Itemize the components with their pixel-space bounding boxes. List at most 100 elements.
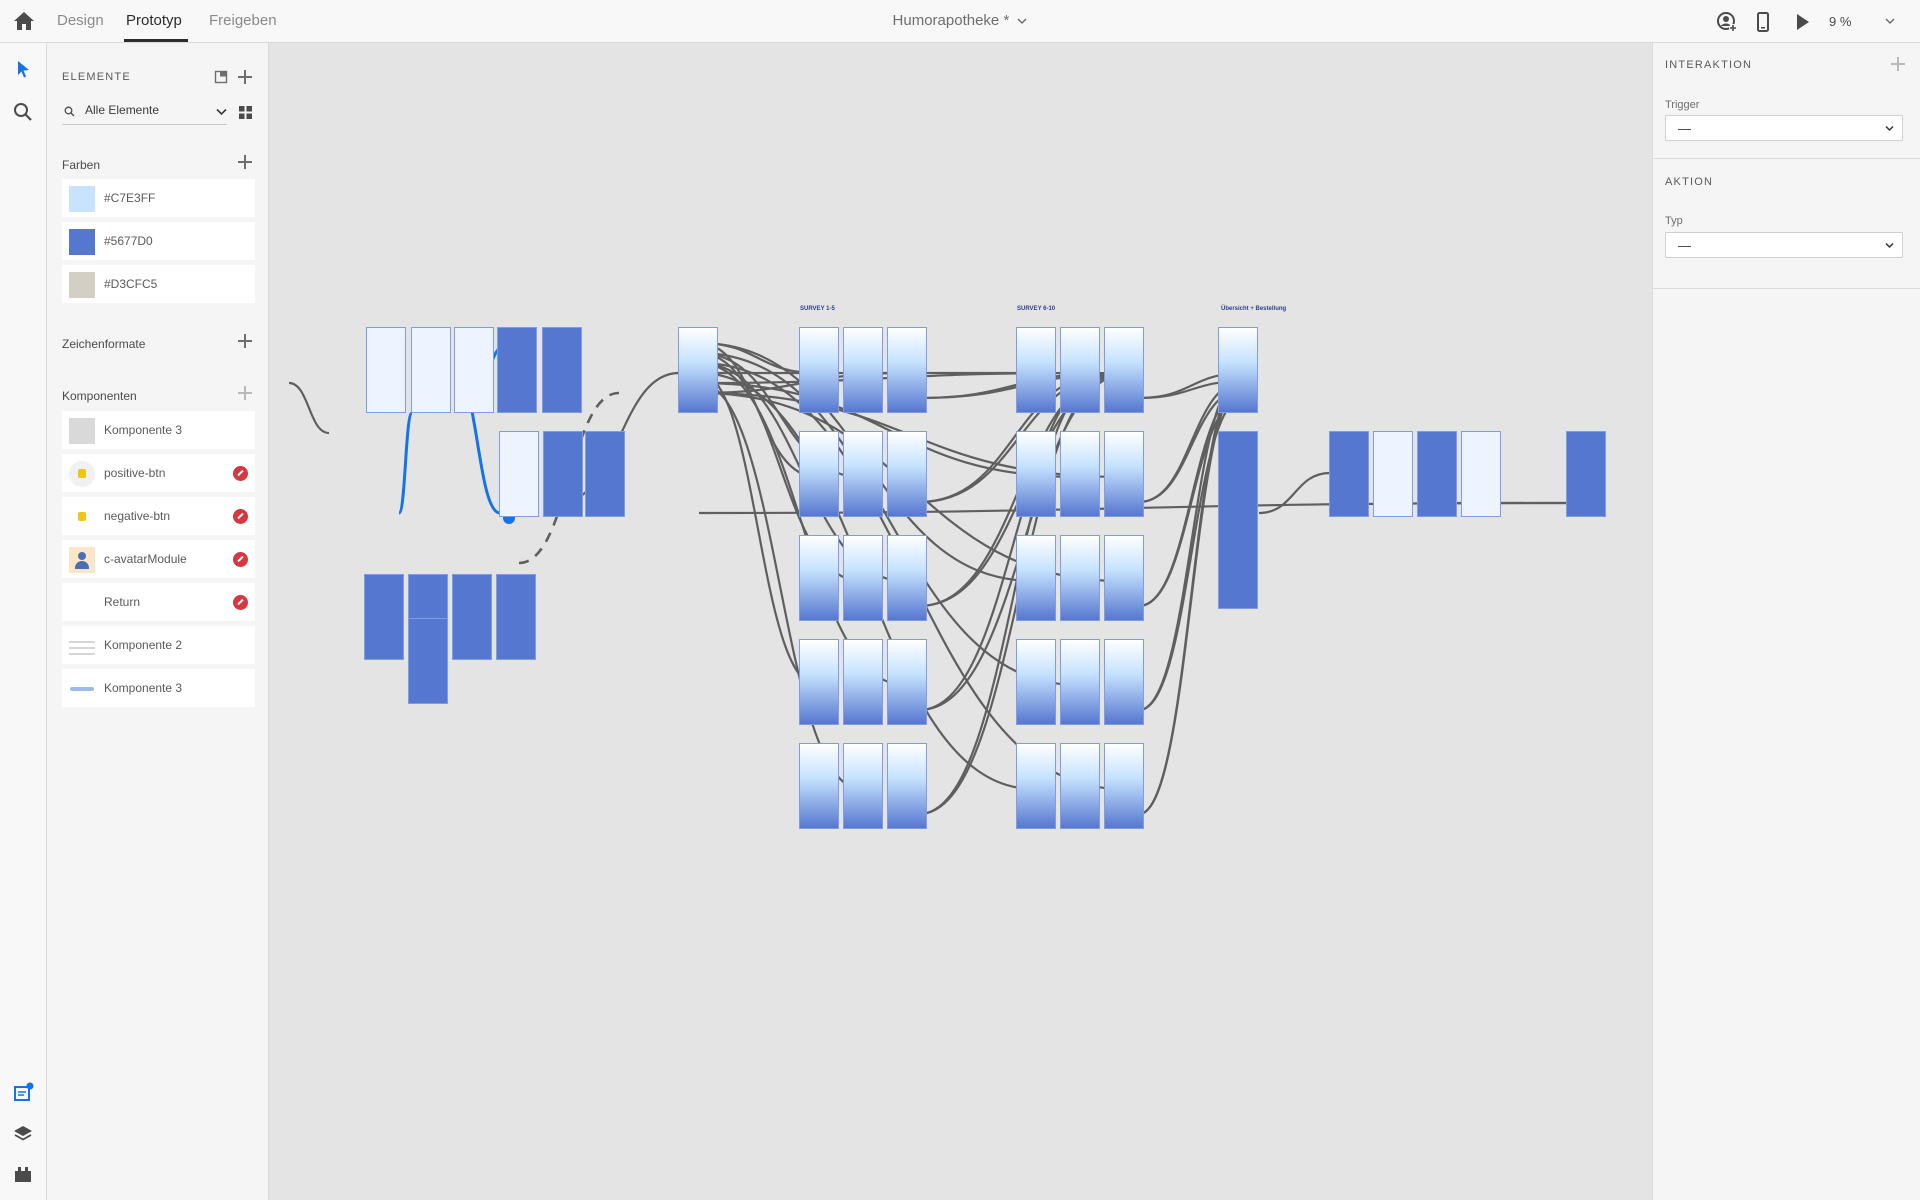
artboard-thumbnail[interactable] xyxy=(543,328,581,412)
char-styles-section-label: Zeichenformate xyxy=(62,337,146,351)
plugins-icon[interactable] xyxy=(12,1163,34,1185)
artboard-thumbnail[interactable] xyxy=(1061,744,1099,828)
assets-panel-icon[interactable] xyxy=(12,1082,34,1104)
artboard-thumbnail[interactable] xyxy=(586,432,624,516)
device-preview-icon[interactable] xyxy=(1752,11,1774,33)
artboard-thumbnail[interactable] xyxy=(1017,640,1055,724)
artboard-thumbnail[interactable] xyxy=(1105,536,1143,620)
artboard-thumbnail[interactable] xyxy=(1567,432,1605,516)
artboard-thumbnail[interactable] xyxy=(1105,744,1143,828)
artboard-thumbnail[interactable] xyxy=(800,328,838,412)
artboard-thumbnail[interactable] xyxy=(544,432,582,516)
tab-prototype[interactable]: Prototyp xyxy=(126,12,182,29)
artboard-thumbnail[interactable] xyxy=(888,744,926,828)
artboard-thumbnail[interactable] xyxy=(1374,432,1412,516)
artboard-thumbnail[interactable] xyxy=(888,432,926,516)
component-row[interactable]: positive-btn xyxy=(62,454,255,492)
artboard-thumbnail[interactable] xyxy=(844,432,882,516)
artboard-thumbnail[interactable] xyxy=(1061,432,1099,516)
component-name: Komponente 3 xyxy=(104,423,183,437)
artboard-thumbnail[interactable] xyxy=(800,536,838,620)
canvas[interactable]: SURVEY 1-5 SURVEY 6-10 Übersicht + Beste… xyxy=(269,43,1652,1200)
artboard-thumbnail[interactable] xyxy=(365,575,403,659)
zoom-level[interactable]: 9 % xyxy=(1829,14,1852,29)
component-row[interactable]: negative-btn xyxy=(62,497,255,535)
broken-link-icon[interactable] xyxy=(233,595,248,610)
artboard-thumbnail[interactable] xyxy=(1105,640,1143,724)
artboard-thumbnail[interactable] xyxy=(888,536,926,620)
artboard-thumbnail[interactable] xyxy=(1017,328,1055,412)
add-color-button[interactable] xyxy=(238,155,252,169)
assets-filter-dropdown[interactable]: Alle Elemente xyxy=(62,100,227,125)
artboard-thumbnail[interactable] xyxy=(1061,640,1099,724)
artboard-thumbnail[interactable] xyxy=(800,432,838,516)
artboard-thumbnail[interactable] xyxy=(1017,432,1055,516)
artboard-thumbnail[interactable] xyxy=(1219,432,1257,608)
home-icon[interactable] xyxy=(12,10,36,32)
artboard-thumbnail[interactable] xyxy=(1219,328,1257,412)
artboard-thumbnail[interactable] xyxy=(409,619,447,703)
search-tool-icon[interactable] xyxy=(12,101,34,123)
property-inspector: INTERAKTION Trigger — AKTION Typ — xyxy=(1652,43,1920,1200)
color-row[interactable]: #D3CFC5 xyxy=(62,265,255,303)
component-row[interactable]: Komponente 3 xyxy=(62,669,255,707)
artboard-thumbnail[interactable] xyxy=(844,640,882,724)
add-asset-button[interactable] xyxy=(238,70,252,84)
component-row[interactable]: Komponente 3 xyxy=(62,411,255,449)
artboard-thumbnail[interactable] xyxy=(1017,536,1055,620)
grid-view-icon[interactable] xyxy=(239,106,252,119)
artboard-thumbnail[interactable] xyxy=(1418,432,1456,516)
trigger-label: Trigger xyxy=(1665,99,1700,111)
broken-link-icon[interactable] xyxy=(233,552,248,567)
color-row[interactable]: #5677D0 xyxy=(62,222,255,260)
artboard-thumbnail[interactable] xyxy=(1061,536,1099,620)
artboard-thumbnail[interactable] xyxy=(1462,432,1500,516)
select-tool-icon[interactable] xyxy=(12,58,34,80)
artboard-thumbnail[interactable] xyxy=(844,744,882,828)
share-user-icon[interactable] xyxy=(1716,11,1738,33)
artboard-thumbnail[interactable] xyxy=(1330,432,1368,516)
artboard-thumbnail[interactable] xyxy=(1017,744,1055,828)
component-row[interactable]: Komponente 2 xyxy=(62,626,255,664)
tab-share[interactable]: Freigeben xyxy=(209,12,277,29)
artboard-thumbnail[interactable] xyxy=(888,640,926,724)
artboard-thumbnail[interactable] xyxy=(367,328,405,412)
document-assets-icon[interactable] xyxy=(214,70,228,84)
add-interaction-button[interactable] xyxy=(1891,57,1905,71)
trigger-dropdown[interactable]: — xyxy=(1665,115,1903,141)
artboard-thumbnail[interactable] xyxy=(800,640,838,724)
document-title[interactable]: Humorapotheke * xyxy=(892,12,1010,29)
tab-design[interactable]: Design xyxy=(57,12,104,29)
artboard-thumbnail[interactable] xyxy=(412,328,450,412)
artboard-thumbnail[interactable] xyxy=(888,328,926,412)
component-row[interactable]: c-avatarModule xyxy=(62,540,255,578)
add-component-button[interactable] xyxy=(238,386,252,400)
layers-icon[interactable] xyxy=(12,1123,34,1145)
artboard-thumbnail[interactable] xyxy=(498,328,536,412)
broken-link-icon[interactable] xyxy=(233,509,248,524)
artboard-thumbnail[interactable] xyxy=(1061,328,1099,412)
artboard-thumbnail[interactable] xyxy=(844,328,882,412)
component-row[interactable]: Return xyxy=(62,583,255,621)
type-dropdown[interactable]: — xyxy=(1665,232,1903,258)
broken-link-icon[interactable] xyxy=(233,466,248,481)
top-bar: Design Prototyp Freigeben Humorapotheke … xyxy=(0,0,1920,43)
artboard-thumbnail[interactable] xyxy=(455,328,493,412)
assets-heading: ELEMENTE xyxy=(62,71,131,83)
chevron-down-icon[interactable] xyxy=(1017,17,1027,25)
artboard-thumbnail[interactable] xyxy=(453,575,491,659)
zoom-chevron-icon[interactable] xyxy=(1885,16,1895,26)
interaction-heading: INTERAKTION xyxy=(1665,59,1753,71)
artboard-thumbnail[interactable] xyxy=(1105,328,1143,412)
artboard-thumbnail[interactable] xyxy=(800,744,838,828)
color-row[interactable]: #C7E3FF xyxy=(62,179,255,217)
play-icon[interactable] xyxy=(1791,11,1813,33)
artboard-thumbnail[interactable] xyxy=(500,432,538,516)
artboard-thumbnail[interactable] xyxy=(679,328,717,412)
artboard-thumbnail[interactable] xyxy=(1105,432,1143,516)
document-title-wrapper: Humorapotheke * xyxy=(0,12,1920,29)
artboard-thumbnail[interactable] xyxy=(844,536,882,620)
artboard-thumbnail[interactable] xyxy=(497,575,535,659)
add-char-style-button[interactable] xyxy=(238,334,252,348)
type-value: — xyxy=(1678,238,1691,253)
